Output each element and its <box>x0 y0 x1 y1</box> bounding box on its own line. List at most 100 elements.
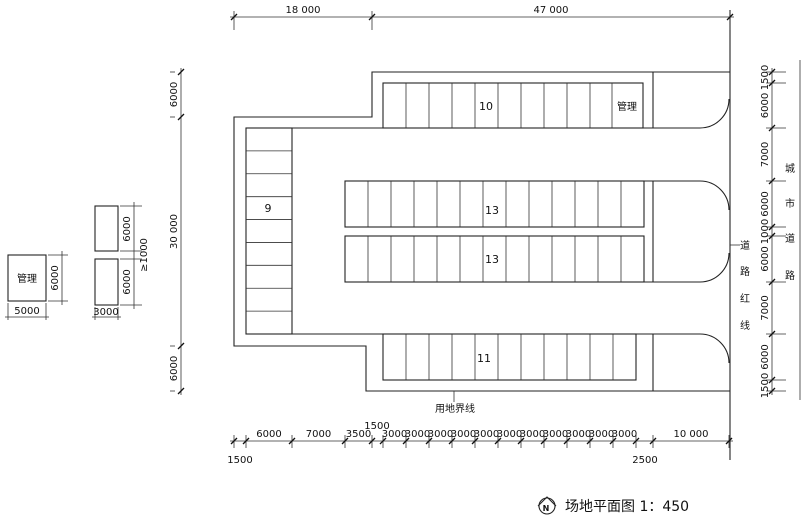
row-label-11: 11 <box>477 352 491 365</box>
road-red-line-label-4: 线 <box>740 319 750 332</box>
dim-tick <box>768 68 776 76</box>
dimension-label: 3000 <box>566 429 591 440</box>
dimension-label: 1500 <box>760 65 771 90</box>
row-label-13-lower: 13 <box>485 253 499 266</box>
road-red-line-label-3: 红 <box>740 292 750 305</box>
dim-tick <box>768 387 776 395</box>
north-symbol: N <box>543 504 550 513</box>
dim-tick <box>242 437 250 445</box>
legend-management-label: 管理 <box>17 272 37 285</box>
dim-tick <box>177 113 185 121</box>
dim-tick <box>726 13 734 21</box>
legend-stall-width: 3000 <box>93 307 118 318</box>
dim-tick <box>177 68 185 76</box>
dim-tick <box>177 387 185 395</box>
city-road-label-4: 路 <box>785 269 795 282</box>
dimension-label: 7000 <box>760 142 771 167</box>
city-road-label-1: 城 <box>785 163 795 175</box>
dim-tick <box>448 437 456 445</box>
dimension-label: 6000 <box>169 356 180 381</box>
dimension-label: 10 000 <box>674 429 709 440</box>
dim-tick <box>230 437 238 445</box>
parking-row-13-upper <box>344 180 645 228</box>
dim-tick <box>768 79 776 87</box>
dim-tick <box>368 437 376 445</box>
dim-tick <box>768 177 776 185</box>
dimension-label: 7000 <box>306 429 331 440</box>
dimension-label: 1000 <box>760 219 771 244</box>
legend-stall-gap: ≥1000 <box>139 238 150 272</box>
dim-tick <box>177 342 185 350</box>
dim-tick <box>540 437 548 445</box>
dim-tick <box>379 437 387 445</box>
driveway-edge-top <box>246 98 730 129</box>
dimension-label: 1500 <box>227 455 252 466</box>
dim-tick <box>649 437 657 445</box>
dim-tick <box>425 437 433 445</box>
dim-tick <box>768 376 776 384</box>
dimension-label: 6000 <box>760 344 771 369</box>
parking-row-9 <box>245 127 293 335</box>
dimension-label: 3000 <box>451 429 476 440</box>
dimension-label: 18 000 <box>286 5 321 16</box>
management-label: 管理 <box>617 100 637 113</box>
dimension-label: 1500 <box>760 373 771 398</box>
dim-tick <box>768 223 776 231</box>
dim-tick <box>517 437 525 445</box>
dim-tick <box>402 437 410 445</box>
dim-tick <box>471 437 479 445</box>
dim-tick <box>632 437 640 445</box>
dimension-label: 3000 <box>520 429 545 440</box>
dimension-label: 1500 <box>364 421 389 432</box>
dim-tick <box>768 232 776 240</box>
dim-tick <box>768 124 776 132</box>
dim-tick <box>341 437 349 445</box>
parking-row-10 <box>382 82 644 129</box>
north-arrow-icon: N <box>537 496 557 515</box>
drawing-title: 场地平面图 1：450 <box>565 499 689 515</box>
dimension-label: 3000 <box>405 429 430 440</box>
road-red-line-label-1: 道 <box>740 239 750 252</box>
dimension-label: 7000 <box>760 295 771 320</box>
city-road-label-2: 市 <box>785 197 795 210</box>
dim-tick <box>768 278 776 286</box>
dimension-label: 30 000 <box>169 214 180 249</box>
site-boundary-label: 用地界线 <box>435 402 475 415</box>
dimension-label: 3000 <box>589 429 614 440</box>
dim-tick <box>725 437 733 445</box>
legend-management-box <box>7 254 47 302</box>
dim-tick <box>494 437 502 445</box>
legend-stall-depth-2: 6000 <box>122 269 133 294</box>
legend-management-width: 5000 <box>14 306 39 317</box>
dimension-label: 3000 <box>497 429 522 440</box>
driveway-edge-bottom <box>246 333 730 364</box>
row-label-9: 9 <box>265 202 272 215</box>
parking-row-11 <box>382 333 637 381</box>
dimension-label: 3000 <box>428 429 453 440</box>
legend-management-depth: 6000 <box>50 265 61 290</box>
dimension-label: 3000 <box>474 429 499 440</box>
dimension-label: 6000 <box>760 246 771 271</box>
dim-tick <box>563 437 571 445</box>
dimension-label: 47 000 <box>534 5 569 16</box>
legend-stall-depth-1: 6000 <box>122 216 133 241</box>
dimension-label: 6000 <box>169 82 180 107</box>
parking-row-13-lower <box>344 235 645 283</box>
dimension-label: 2500 <box>632 455 657 466</box>
driveway-edge-mid-top <box>345 180 730 211</box>
dim-tick <box>230 13 238 21</box>
dimension-label: 3000 <box>612 429 637 440</box>
dimension-label: 3000 <box>382 429 407 440</box>
dim-tick <box>609 437 617 445</box>
dimension-label: 3000 <box>543 429 568 440</box>
dim-tick <box>368 13 376 21</box>
dimension-label: 6000 <box>760 191 771 216</box>
dimension-label: 6000 <box>760 93 771 118</box>
row-label-13-upper: 13 <box>485 204 499 217</box>
row-label-10: 10 <box>479 100 493 113</box>
city-road-label-3: 道 <box>785 232 795 245</box>
dimension-label: 6000 <box>256 429 281 440</box>
dim-tick <box>288 437 296 445</box>
site-boundary-line <box>233 71 730 392</box>
